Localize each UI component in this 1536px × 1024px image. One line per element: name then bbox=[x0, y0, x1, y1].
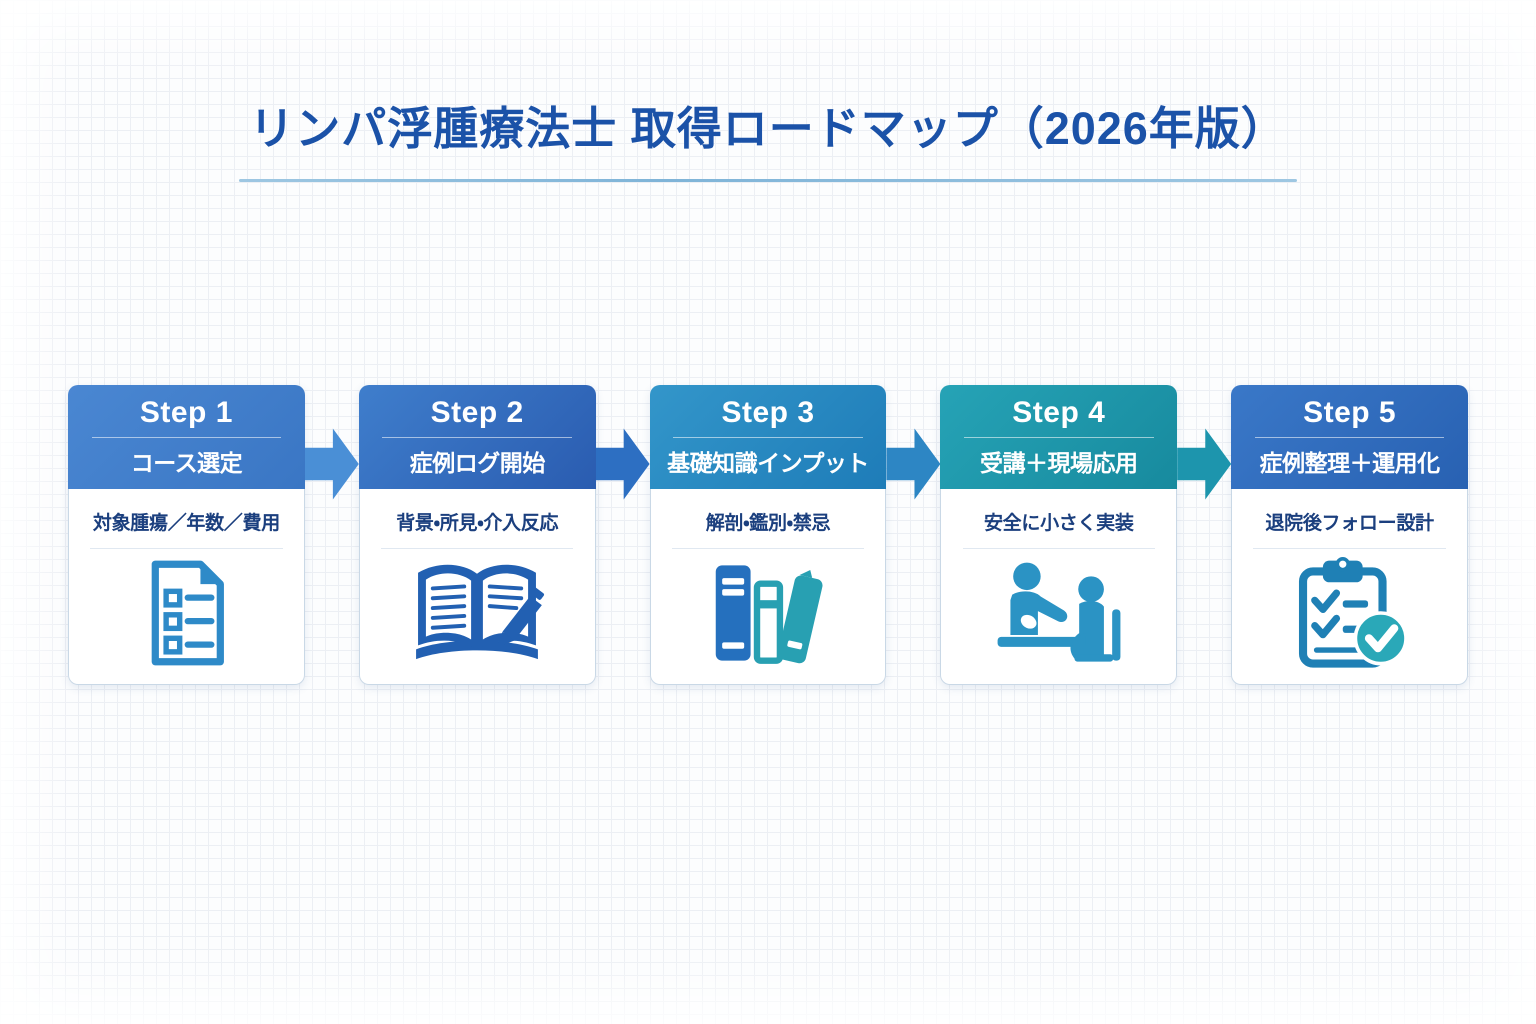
arrow-right-icon bbox=[886, 428, 941, 500]
step-5-subtitle: 退院後フォロー設計 bbox=[1265, 513, 1434, 534]
step-card-5: Step 5 症例整理＋運用化 退院後フォロー設計 bbox=[1231, 385, 1468, 685]
step-4-body: 安全に小さく実装 bbox=[940, 489, 1178, 685]
title-block: リンパ浮腫療法士 取得ロードマップ（2026年版） bbox=[0, 0, 1536, 182]
step-4-title: 受講＋現場応用 bbox=[980, 450, 1138, 476]
step-5-body-rule bbox=[1253, 548, 1446, 549]
step-1-body-rule bbox=[90, 548, 283, 549]
step-4-header: Step 4 受講＋現場応用 bbox=[940, 385, 1178, 489]
step-2-label: Step 2 bbox=[430, 396, 524, 429]
step-5-label: Step 5 bbox=[1303, 396, 1397, 429]
arrow-right-icon bbox=[304, 428, 359, 500]
step-3-title: 基礎知識インプット bbox=[667, 450, 869, 476]
step-1-body: 対象腫瘍／年数／費用 bbox=[68, 489, 305, 685]
title-underline bbox=[239, 179, 1297, 182]
page-title: リンパ浮腫療法士 取得ロードマップ（2026年版） bbox=[249, 103, 1287, 154]
step-card-2: Step 2 症例ログ開始 背景・所見・介入反応 bbox=[358, 385, 596, 685]
step-2-subtitle: 背景・所見・介入反応 bbox=[396, 513, 559, 534]
step-3-header: Step 3 基礎知識インプット bbox=[649, 385, 887, 489]
step-card-1: Step 1 コース選定 対象腫瘍／年数／費用 bbox=[68, 385, 305, 685]
step-4-body-rule bbox=[962, 548, 1156, 549]
step-3-body: 解剖・鑑別・禁忌 bbox=[649, 489, 887, 685]
open-book-pencil-icon bbox=[408, 549, 546, 684]
step-3-header-rule bbox=[673, 437, 863, 438]
step-3-body-rule bbox=[671, 548, 865, 549]
step-4-subtitle: 安全に小さく実装 bbox=[983, 513, 1134, 534]
step-1-header-rule bbox=[91, 437, 282, 438]
checklist-document-icon bbox=[140, 549, 232, 684]
books-icon bbox=[708, 549, 828, 684]
step-3-label: Step 3 bbox=[721, 396, 815, 429]
step-2-title: 症例ログ開始 bbox=[409, 450, 546, 476]
step-card-3: Step 3 基礎知識インプット 解剖・鑑別・禁忌 bbox=[649, 385, 887, 685]
step-1-label: Step 1 bbox=[139, 396, 233, 429]
arrow-3 bbox=[886, 427, 941, 501]
step-2-header: Step 2 症例ログ開始 bbox=[358, 385, 596, 489]
arrow-right-icon bbox=[1177, 428, 1232, 500]
step-3-subtitle: 解剖・鑑別・禁忌 bbox=[705, 513, 831, 534]
step-card-4: Step 4 受講＋現場応用 安全に小さく実装 bbox=[940, 385, 1178, 685]
consultation-people-icon bbox=[989, 549, 1129, 684]
steps-row: Step 1 コース選定 対象腫瘍／年数／費用 bbox=[68, 385, 1468, 685]
step-4-header-rule bbox=[964, 437, 1154, 438]
step-5-header: Step 5 症例整理＋運用化 bbox=[1231, 385, 1468, 489]
step-1-title: コース選定 bbox=[130, 450, 243, 476]
clipboard-check-icon bbox=[1288, 549, 1412, 684]
step-5-title: 症例整理＋運用化 bbox=[1259, 450, 1441, 476]
step-2-body: 背景・所見・介入反応 bbox=[358, 489, 596, 685]
step-5-body: 退院後フォロー設計 bbox=[1231, 489, 1468, 685]
step-4-label: Step 4 bbox=[1012, 396, 1106, 429]
arrow-right-icon bbox=[595, 428, 650, 500]
step-1-header: Step 1 コース選定 bbox=[68, 385, 305, 489]
step-2-body-rule bbox=[380, 548, 574, 549]
arrow-1 bbox=[304, 427, 359, 501]
step-1-subtitle: 対象腫瘍／年数／費用 bbox=[92, 513, 280, 534]
step-2-header-rule bbox=[382, 437, 572, 438]
step-5-header-rule bbox=[1254, 437, 1445, 438]
arrow-2 bbox=[595, 427, 650, 501]
arrow-4 bbox=[1177, 427, 1232, 501]
